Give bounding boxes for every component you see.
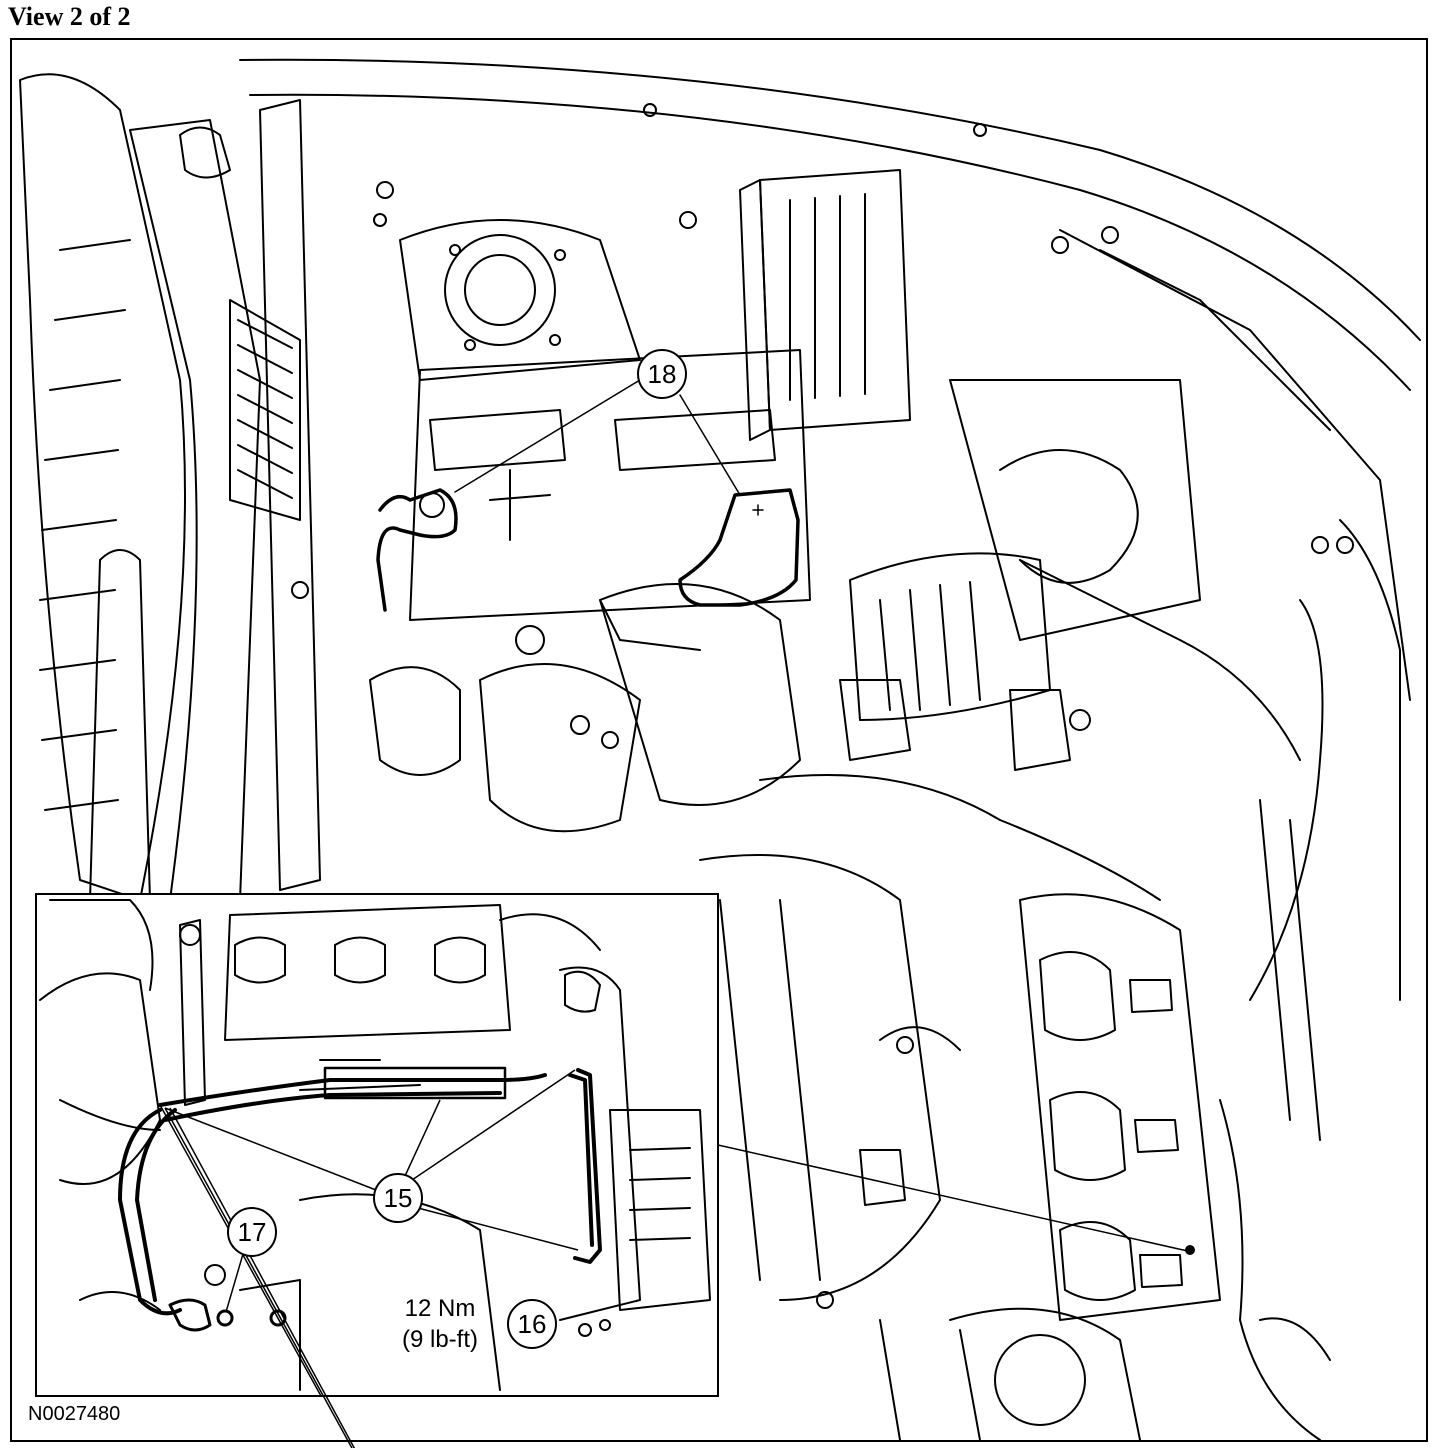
callout-16: 16 [507,1299,557,1349]
leaders-15-16-17-18 [166,1108,378,1448]
engine-block [369,583,1161,1301]
leader-15-to-left [164,1107,377,1191]
callout-15: 15 [373,1173,423,1223]
torque-imperial: (9 lb-ft) [402,1326,478,1353]
leader-15-to-right [411,1069,576,1181]
svg-text:18: 18 [648,359,677,389]
intake-manifold [859,799,1331,1440]
svg-text:15: 15 [384,1183,413,1213]
diagram-frame [10,38,1428,1442]
vapor-tube [118,1068,602,1316]
svg-text:17: 17 [238,1217,267,1247]
figure-id: N0027480 [28,1403,121,1425]
leader-15-to-mid [404,1099,441,1177]
svg-text:16: 16 [518,1309,547,1339]
torque-spec: 12 Nm (9 lb-ft) [402,1295,478,1353]
air-intake-duct [839,379,1324,1001]
leader-lines-final [164,1069,579,1313]
leader-15-to-bottom [417,1207,579,1251]
callout-18: 18 [637,349,687,399]
strut-tower [399,219,641,381]
inset-detail [35,893,719,1448]
callout-17: 17 [227,1207,277,1257]
torque-metric: 12 Nm [405,1295,476,1322]
battery-cable [376,488,800,612]
fender-outline [239,58,1421,1001]
callout-15-leaders [169,1107,356,1448]
junction-box [739,169,911,441]
inset-leader-line [717,1144,1193,1253]
leader-17-to-clamp [225,1253,244,1313]
view-label: View 2 of 2 [8,2,131,31]
